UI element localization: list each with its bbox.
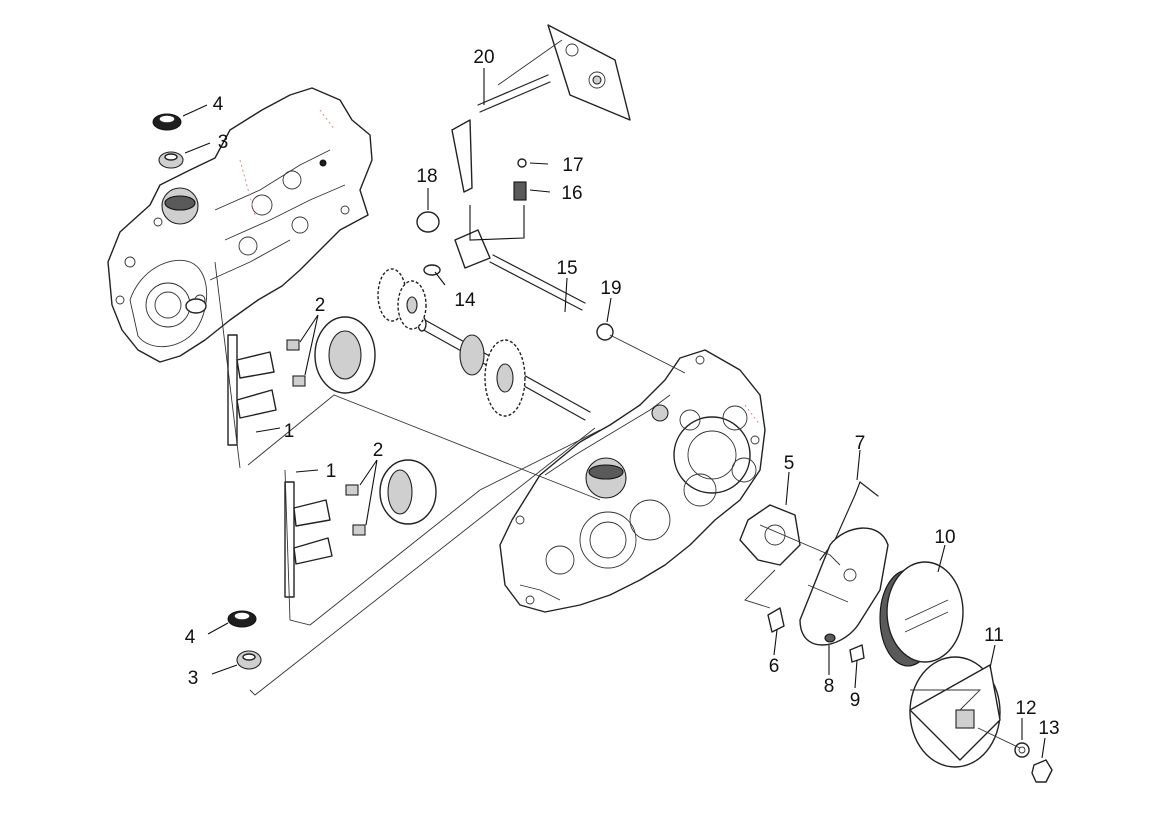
- center-lines: [214, 39, 1021, 749]
- gear-shafts: [314, 268, 591, 525]
- callout-4-lower: 4: [185, 627, 196, 648]
- callout-7: 7: [855, 433, 866, 454]
- callout-20: 20: [473, 47, 494, 68]
- callout-9: 9: [850, 690, 861, 711]
- seal-lower: [227, 610, 262, 670]
- callout-5: 5: [784, 453, 795, 474]
- left-case-cover: [107, 87, 373, 363]
- callout-12: 12: [1015, 698, 1036, 719]
- callout-13: 13: [1038, 718, 1059, 739]
- callout-14: 14: [454, 290, 476, 311]
- main-case: [499, 349, 766, 613]
- callout-1-upper: 1: [284, 421, 295, 442]
- seal-upper: [152, 113, 184, 169]
- callout-3-upper: 3: [218, 132, 229, 153]
- callout-15: 15: [556, 258, 577, 279]
- shift-lever-cover: [451, 24, 631, 193]
- callout-10: 10: [934, 527, 955, 548]
- callout-3-lower: 3: [188, 668, 199, 689]
- callout-17: 17: [562, 155, 583, 176]
- shift-fork-upper: [227, 334, 306, 446]
- clutch-parts: [739, 481, 1053, 783]
- callout-16: 16: [561, 183, 582, 204]
- callout-19: 19: [600, 278, 621, 299]
- shift-fork-lower: [284, 481, 366, 598]
- detent-parts: [416, 158, 614, 341]
- callout-labels: 4 3 2 1 2 1 4 3 20 17 16 18 15 19 14 7 5…: [185, 47, 1060, 739]
- callout-4-upper: 4: [213, 94, 224, 115]
- callout-6: 6: [769, 656, 780, 677]
- callout-2-upper: 2: [315, 295, 326, 316]
- callout-2-lower: 2: [373, 440, 384, 461]
- leader-lines: [182, 68, 1046, 759]
- callout-8: 8: [824, 676, 835, 697]
- callout-1-lower: 1: [326, 461, 337, 482]
- callout-18: 18: [416, 166, 437, 187]
- callout-11: 11: [984, 625, 1004, 646]
